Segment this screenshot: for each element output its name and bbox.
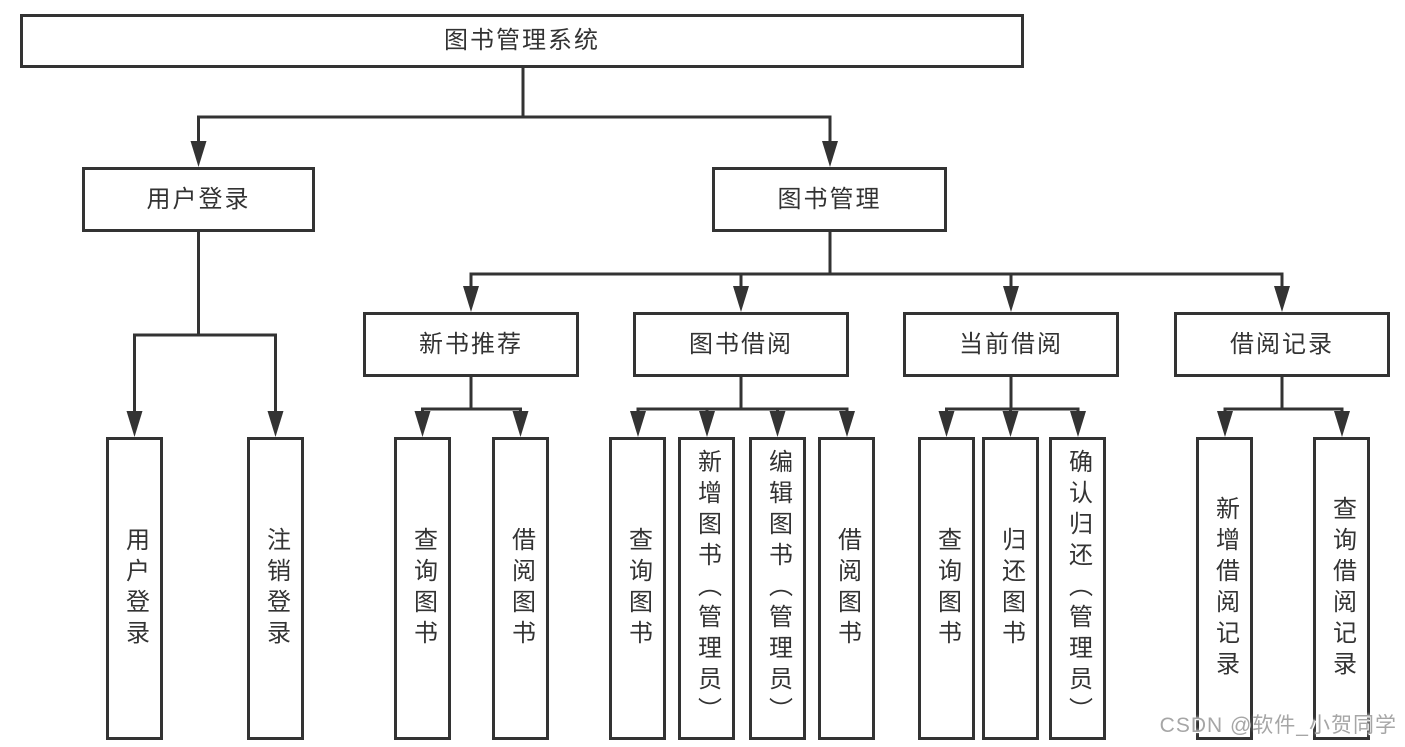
node-current-borrowing: 当前借阅 bbox=[903, 312, 1119, 377]
connector-newbook-to-leaves bbox=[414, 377, 529, 437]
node-borrowing-records: 借阅记录 bbox=[1174, 312, 1390, 377]
arrowhead bbox=[839, 411, 855, 437]
arrowhead bbox=[126, 411, 143, 437]
leaf-borrow-books-borrowing: 借阅图书 bbox=[818, 437, 875, 740]
connector-records-to-leaves bbox=[1217, 377, 1350, 437]
leaf-query-books-recommend: 查询图书 bbox=[394, 437, 451, 740]
arrowhead bbox=[1217, 411, 1233, 437]
leaf-confirm-return-admin: 确认归还（管理员） bbox=[1049, 437, 1106, 740]
arrowhead bbox=[414, 411, 431, 437]
connector-root-to-level1 bbox=[190, 68, 838, 167]
node-user-login: 用户登录 bbox=[82, 167, 315, 232]
arrowhead bbox=[1002, 411, 1019, 437]
node-new-book-recommend: 新书推荐 bbox=[363, 312, 579, 377]
connector-borrow-to-leaves bbox=[630, 377, 855, 437]
arrowhead bbox=[938, 411, 955, 437]
arrowhead bbox=[190, 141, 207, 167]
arrowhead bbox=[463, 286, 479, 312]
arrowhead bbox=[1070, 411, 1086, 437]
leaf-add-book-admin: 新增图书（管理员） bbox=[678, 437, 735, 740]
arrowhead bbox=[512, 411, 529, 437]
connector-current-to-leaves bbox=[938, 377, 1086, 437]
leaf-query-borrow-record: 查询借阅记录 bbox=[1313, 437, 1370, 740]
leaf-borrow-books-recommend: 借阅图书 bbox=[492, 437, 549, 740]
arrowhead bbox=[267, 411, 284, 437]
connector-login-to-leaves bbox=[126, 232, 284, 437]
node-book-management: 图书管理 bbox=[712, 167, 947, 232]
arrowhead bbox=[630, 411, 646, 437]
arrowhead bbox=[1003, 286, 1019, 312]
leaf-logout: 注销登录 bbox=[247, 437, 304, 740]
connector-bookmgmt-to-level2 bbox=[463, 232, 1290, 312]
csdn-watermark: CSDN @软件_小贺同学 bbox=[1159, 714, 1397, 737]
leaf-edit-book-admin: 编辑图书（管理员） bbox=[749, 437, 806, 740]
arrowhead bbox=[769, 411, 786, 437]
arrowhead bbox=[1274, 286, 1290, 312]
leaf-query-books-borrowing: 查询图书 bbox=[609, 437, 666, 740]
node-book-borrowing: 图书借阅 bbox=[633, 312, 849, 377]
arrowhead bbox=[733, 286, 749, 312]
arrowhead bbox=[1334, 411, 1350, 437]
arrowhead bbox=[699, 411, 715, 437]
arrowhead bbox=[822, 141, 838, 167]
node-library-management-system: 图书管理系统 bbox=[20, 14, 1024, 68]
leaf-query-books-current: 查询图书 bbox=[918, 437, 975, 740]
leaf-user-login: 用户登录 bbox=[106, 437, 163, 740]
leaf-return-book: 归还图书 bbox=[982, 437, 1039, 740]
leaf-add-borrow-record: 新增借阅记录 bbox=[1196, 437, 1253, 740]
